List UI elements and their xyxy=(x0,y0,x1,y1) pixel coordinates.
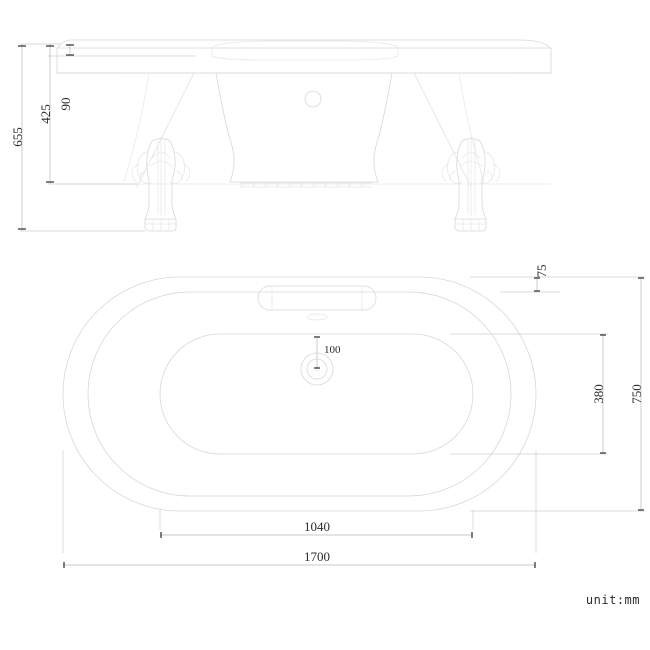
claw-foot-left xyxy=(131,136,191,232)
dim-1700: 1700 xyxy=(63,549,536,568)
dim-label-380: 380 xyxy=(591,384,606,404)
dim-100: 100 xyxy=(314,336,341,369)
tub-left-outer-edge xyxy=(123,72,150,183)
dim-label-655: 655 xyxy=(10,127,25,147)
elevation-dimensions: 655 425 90 xyxy=(10,43,195,232)
tub-rim xyxy=(56,39,552,74)
faucet-deck xyxy=(257,285,377,311)
dim-425: 425 xyxy=(38,44,54,184)
dim-75: 75 xyxy=(534,265,549,292)
dim-label-90: 90 xyxy=(58,98,73,111)
dim-label-1700: 1700 xyxy=(304,549,330,564)
dim-380: 380 xyxy=(591,334,606,454)
tub-right-flank xyxy=(373,72,472,188)
mid-rim-oval xyxy=(87,291,512,497)
dim-label-1040: 1040 xyxy=(304,519,330,534)
dim-label-75: 75 xyxy=(534,265,549,278)
tub-base-hatch xyxy=(239,182,373,188)
plan-right-dimensions: 75 380 750 xyxy=(450,265,645,512)
front-elevation-view xyxy=(56,39,552,232)
top-plan-view: 100 xyxy=(62,276,537,512)
dim-label-100: 100 xyxy=(324,344,341,356)
dim-label-425: 425 xyxy=(38,104,53,124)
dim-1040: 1040 xyxy=(160,519,473,538)
tub-apron-top xyxy=(211,40,399,61)
plan-bottom-dimensions: 1040 1700 xyxy=(62,450,537,568)
inner-basin-oval xyxy=(159,333,474,455)
unit-note: unit:mm xyxy=(586,593,640,607)
overflow-slot xyxy=(306,313,328,321)
dim-750: 750 xyxy=(629,277,644,511)
tub-right-outer-edge xyxy=(458,72,485,183)
outer-rim-oval xyxy=(62,276,537,512)
dim-90: 90 xyxy=(58,44,74,111)
dim-655: 655 xyxy=(10,44,26,231)
dim-label-750: 750 xyxy=(629,384,644,404)
tub-left-flank xyxy=(136,72,235,188)
claw-foot-right xyxy=(441,136,501,232)
overflow-hole-icon xyxy=(304,90,322,108)
